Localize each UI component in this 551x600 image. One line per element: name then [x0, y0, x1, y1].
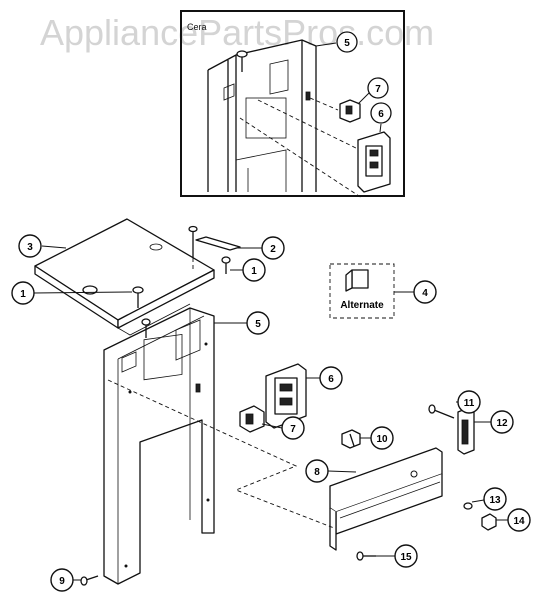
callout-12: 12 [474, 410, 514, 434]
svg-text:6: 6 [378, 109, 384, 120]
callout-1-upper: 1 [230, 258, 266, 282]
inset-receptacle-part [357, 131, 391, 193]
callout-3: 3 [18, 234, 67, 258]
callout-6: 6 [306, 366, 343, 390]
svg-text:6: 6 [328, 374, 334, 385]
screw-part-11 [428, 404, 455, 419]
inset-detail: Cera [180, 10, 405, 199]
callout-8: 8 [305, 459, 357, 483]
svg-text:2: 2 [270, 244, 276, 255]
bracket-part-2 [188, 225, 241, 272]
frame-panel-part [103, 307, 215, 585]
alternate-label: Alternate [340, 300, 384, 311]
assembly-dashed-line [107, 379, 335, 529]
svg-text:5: 5 [255, 319, 261, 330]
svg-text:8: 8 [314, 467, 320, 478]
callout-1-lower: 1 [11, 281, 133, 305]
alternate-part-box: Alternate [329, 263, 395, 319]
nut-part-13 [463, 502, 473, 510]
callout-7: 7 [261, 416, 305, 440]
svg-text:14: 14 [513, 516, 525, 527]
svg-text:4: 4 [422, 288, 428, 299]
switch-part-7 [239, 405, 265, 433]
svg-text:13: 13 [489, 495, 501, 506]
receptacle-part-6 [265, 363, 307, 429]
svg-text:1: 1 [20, 289, 26, 300]
inset-label: Cera [187, 22, 207, 32]
callout-5: 5 [214, 311, 270, 335]
svg-text:3: 3 [27, 242, 33, 253]
watermark-text: AppliancePartsPros.com [40, 12, 434, 53]
svg-text:12: 12 [496, 418, 508, 429]
inset-switch-part [339, 99, 361, 123]
switch-part-12 [457, 407, 475, 455]
inset-panel-drawing [207, 39, 363, 199]
svg-text:10: 10 [376, 434, 388, 445]
top-plate-part [34, 218, 215, 336]
svg-text:9: 9 [59, 576, 65, 587]
callout-2: 2 [236, 236, 285, 260]
svg-text:7: 7 [290, 424, 296, 435]
inset-callout-5: 5 [315, 31, 358, 53]
svg-text:11: 11 [464, 398, 475, 409]
inset-border [180, 10, 405, 197]
screw-part-extra [141, 318, 151, 338]
svg-text:1: 1 [251, 266, 257, 277]
callout-9: 9 [50, 568, 81, 592]
screw-part-1b [221, 256, 231, 274]
svg-text:15: 15 [400, 552, 412, 563]
svg-text:7: 7 [375, 84, 381, 95]
callout-15: 15 [376, 544, 418, 568]
callout-13: 13 [471, 487, 507, 511]
callout-11: 11 [456, 390, 481, 414]
callout-4: 4 [394, 280, 437, 304]
screw-part-1a [132, 286, 144, 308]
callout-10: 10 [360, 426, 394, 450]
inset-callout-6: 6 [370, 102, 392, 133]
svg-text:5: 5 [344, 38, 350, 49]
screw-part-15 [356, 551, 376, 561]
knob-part-10 [341, 429, 361, 449]
callout-14: 14 [496, 508, 531, 532]
screw-part-9 [80, 575, 99, 586]
inset-callout-7: 7 [357, 77, 389, 105]
knob-part-14 [481, 513, 497, 531]
control-panel-part-8 [329, 447, 443, 551]
